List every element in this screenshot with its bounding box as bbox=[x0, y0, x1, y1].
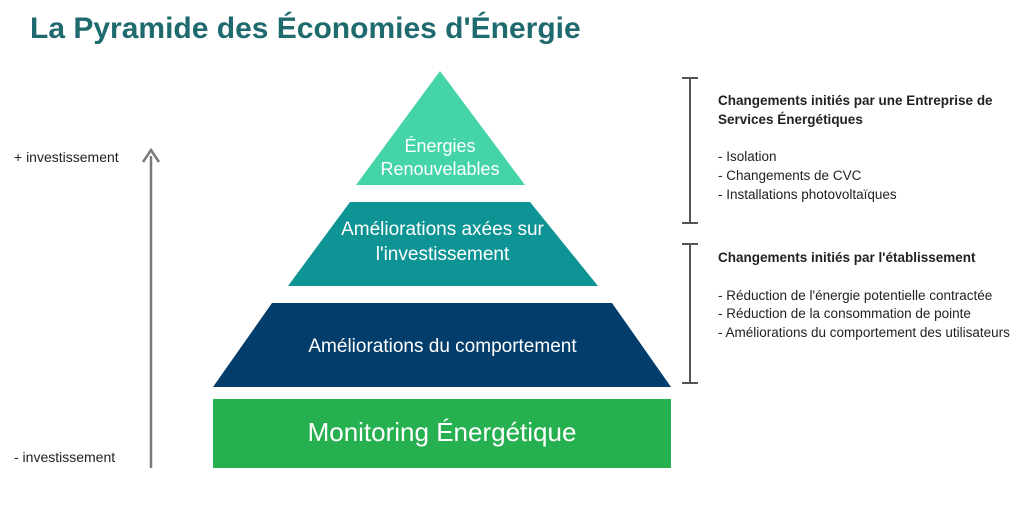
group-esco: Changements initiés par une Entreprise d… bbox=[718, 92, 1018, 205]
bracket-bottom bbox=[682, 243, 698, 384]
page-title: La Pyramide des Économies d'Énergie bbox=[30, 12, 581, 45]
list-item: - Isolation bbox=[718, 149, 777, 165]
list-item: - Installations photovoltaïques bbox=[718, 186, 897, 202]
list-item: - Améliorations du comportement des util… bbox=[718, 325, 1010, 341]
tier-investment-label: Améliorations axées sur l'investissement bbox=[341, 219, 544, 265]
tier-monitoring bbox=[213, 399, 671, 468]
list-item: - Réduction de l'énergie potentielle con… bbox=[718, 287, 993, 303]
group-esco-list: - Isolation - Changements de CVC - Insta… bbox=[718, 148, 1018, 204]
tier-investment-improvements bbox=[288, 202, 598, 286]
tier-monitoring-label: Monitoring Énergétique bbox=[307, 417, 577, 448]
tier-behavior-improvements bbox=[213, 303, 671, 387]
group-esco-title: Changements initiés par une Entreprise d… bbox=[718, 93, 993, 127]
bracket-top bbox=[682, 77, 698, 224]
group-facility-title: Changements initiés par l'établissement bbox=[718, 250, 976, 265]
group-facility-list: - Réduction de l'énergie potentielle con… bbox=[718, 287, 1018, 343]
axis-top-label: + investissement bbox=[14, 149, 119, 165]
investment-arrow-head bbox=[141, 147, 161, 163]
list-item: - Réduction de la consommation de pointe bbox=[718, 306, 971, 322]
group-facility: Changements initiés par l'établissement … bbox=[718, 249, 1018, 343]
tier-renewables-label: Énergies Renouvelables bbox=[380, 135, 500, 179]
tier-renewables bbox=[356, 71, 525, 185]
tier-behavior-label: Améliorations du comportement bbox=[308, 335, 577, 357]
list-item: - Changements de CVC bbox=[718, 168, 862, 184]
axis-bottom-label: - investissement bbox=[14, 449, 116, 465]
